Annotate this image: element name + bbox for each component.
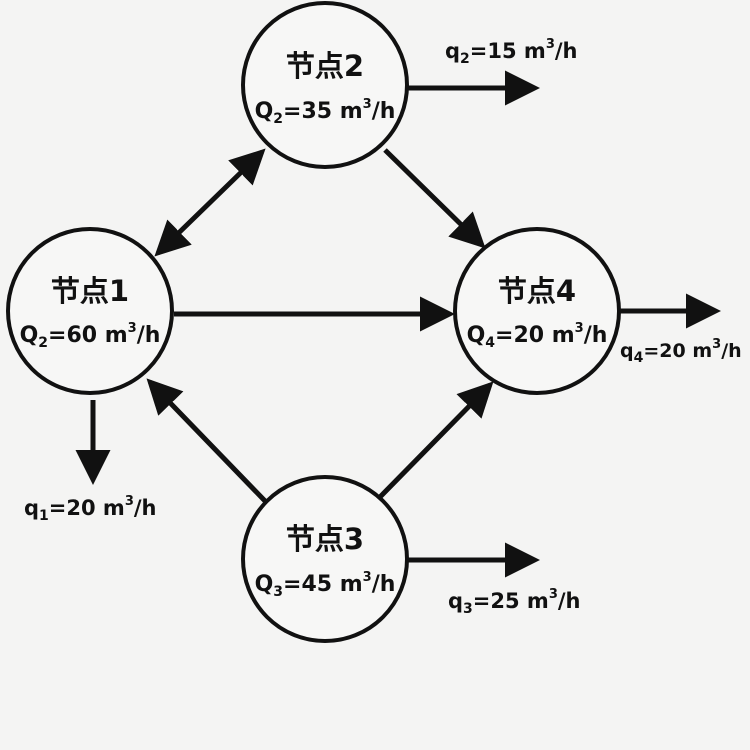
edge-node2-to-node4	[383, 148, 486, 249]
edge-node3-to-node4	[378, 381, 494, 499]
edge-node1-node2	[154, 148, 266, 257]
outflow-label-q4: q4=20 m3/h	[620, 337, 742, 366]
node-2: 节点2 Q2=35 m3/h	[241, 1, 409, 169]
outflow-label-q1: q1=20 m3/h	[24, 494, 156, 524]
outflow-label-q2: q2=15 m3/h	[445, 37, 577, 67]
node-3: 节点3 Q3=45 m3/h	[241, 475, 409, 643]
node-2-circle	[241, 1, 409, 169]
node-2-flow: Q2=35 m3/h	[255, 97, 396, 127]
node-3-circle	[241, 475, 409, 643]
outflow-label-q3: q3=25 m3/h	[448, 587, 580, 617]
node-4-title: 节点4	[498, 274, 576, 308]
edge-node3-to-node1	[146, 378, 268, 504]
node-1-flow: Q2=60 m3/h	[20, 321, 161, 351]
node-4-circle	[453, 227, 621, 395]
node-1-circle	[6, 227, 174, 395]
node-3-title: 节点3	[286, 522, 364, 556]
node-3-flow: Q3=45 m3/h	[255, 570, 396, 600]
node-1-title: 节点1	[51, 274, 129, 308]
node-1: 节点1 Q2=60 m3/h	[6, 227, 174, 395]
node-4: 节点4 Q4=20 m3/h	[453, 227, 621, 395]
node-2-title: 节点2	[286, 49, 364, 83]
node-4-flow: Q4=20 m3/h	[467, 321, 608, 351]
